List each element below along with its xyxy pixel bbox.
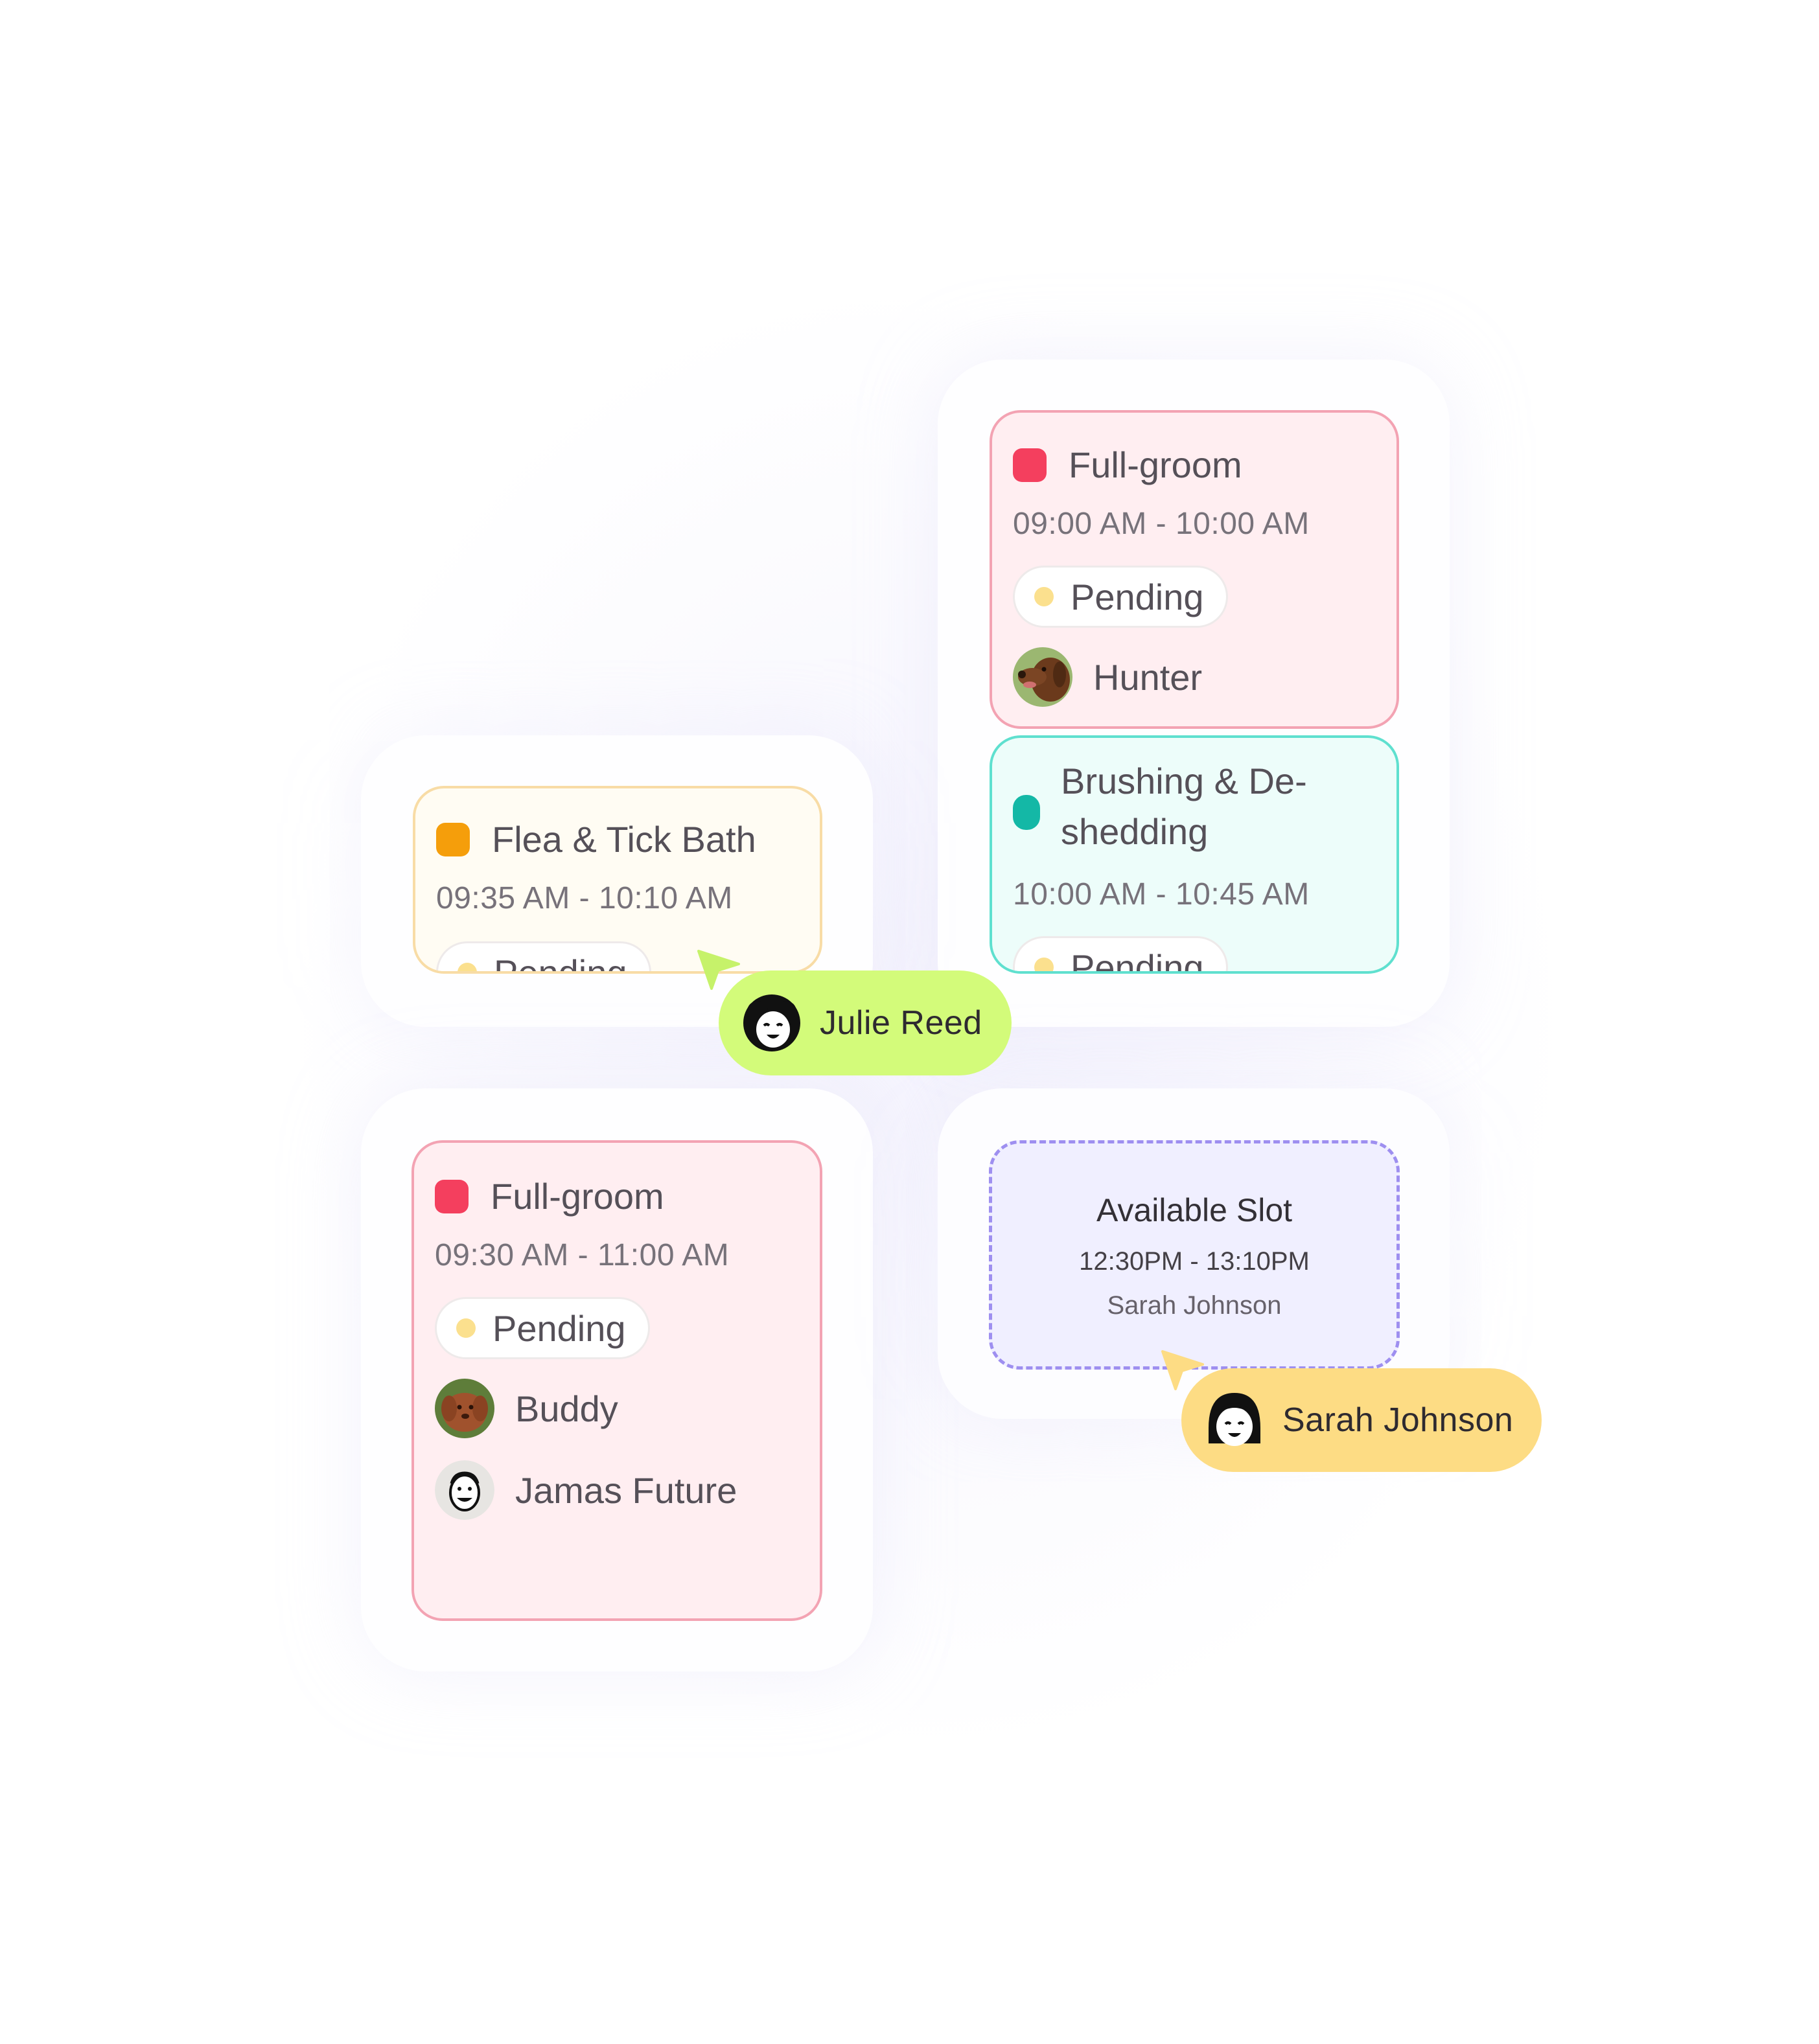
appointment-card-brushing[interactable]: Brushing & De- shedding 10:00 AM - 10:45…	[990, 735, 1399, 974]
collaborator-name: Sarah Johnson	[1282, 1401, 1514, 1439]
slot-title: Available Slot	[1096, 1192, 1293, 1228]
sarah-avatar-icon	[1209, 1393, 1260, 1446]
service-color-icon	[436, 823, 470, 856]
pending-dot-icon	[456, 1318, 476, 1338]
status-label: Pending	[1071, 947, 1204, 974]
status-badge[interactable]: Pending	[435, 1297, 650, 1359]
appointment-time: 09:00 AM - 10:00 AM	[1013, 507, 1310, 541]
slot-staff: Sarah Johnson	[1107, 1291, 1282, 1320]
status-label: Pending	[1071, 576, 1204, 617]
appointment-card-full-groom-hunter[interactable]: Full-groom 09:00 AM - 10:00 AM Pending H…	[990, 410, 1399, 729]
cursor-arrow-icon	[697, 950, 740, 990]
service-title: Full-groom	[1069, 444, 1242, 485]
pending-dot-icon	[1034, 958, 1054, 971]
status-label: Pending	[492, 1307, 626, 1349]
service-color-icon	[1013, 795, 1040, 830]
groomer-name: Jamas Future	[515, 1469, 737, 1511]
collaborator-name: Julie Reed	[820, 1004, 982, 1042]
service-color-icon	[435, 1180, 469, 1213]
appointment-time: 09:30 AM - 11:00 AM	[435, 1238, 730, 1272]
available-slot-card[interactable]: Available Slot 12:30PM - 13:10PM Sarah J…	[989, 1140, 1400, 1370]
service-title: Full-groom	[491, 1176, 664, 1217]
appointment-time: 10:00 AM - 10:45 AM	[1013, 877, 1310, 912]
appointment-card-full-groom-buddy[interactable]: Full-groom 09:30 AM - 11:00 AM Pending B…	[411, 1140, 822, 1621]
service-color-icon	[1013, 448, 1047, 482]
dog-avatar-icon	[435, 1379, 494, 1438]
status-badge[interactable]: Pending	[1013, 566, 1228, 628]
appointment-time: 09:35 AM - 10:10 AM	[436, 881, 733, 915]
status-badge[interactable]: Pending	[436, 941, 651, 974]
cursor-arrow-icon	[1161, 1350, 1204, 1390]
collaborator-cursor-julie: Julie Reed	[719, 970, 1012, 1075]
pet-name: Buddy	[515, 1388, 618, 1429]
service-title-line1: Brushing & De-	[1061, 761, 1307, 801]
pending-dot-icon	[1034, 587, 1054, 606]
pending-dot-icon	[458, 963, 477, 971]
appointment-card-flea-tick[interactable]: Flea & Tick Bath 09:35 AM - 10:10 AM Pen…	[413, 786, 822, 974]
service-title-line2: shedding	[1061, 811, 1209, 852]
slot-time: 12:30PM - 13:10PM	[1079, 1247, 1310, 1276]
service-title: Flea & Tick Bath	[492, 819, 756, 860]
collaborator-cursor-sarah: Sarah Johnson	[1181, 1368, 1542, 1472]
pet-name: Hunter	[1093, 656, 1203, 698]
dog-avatar-icon	[1013, 647, 1072, 707]
groomer-avatar-icon	[435, 1460, 494, 1520]
julie-avatar-icon	[743, 994, 800, 1051]
status-badge[interactable]: Pending	[1013, 936, 1228, 974]
status-label: Pending	[494, 952, 627, 974]
